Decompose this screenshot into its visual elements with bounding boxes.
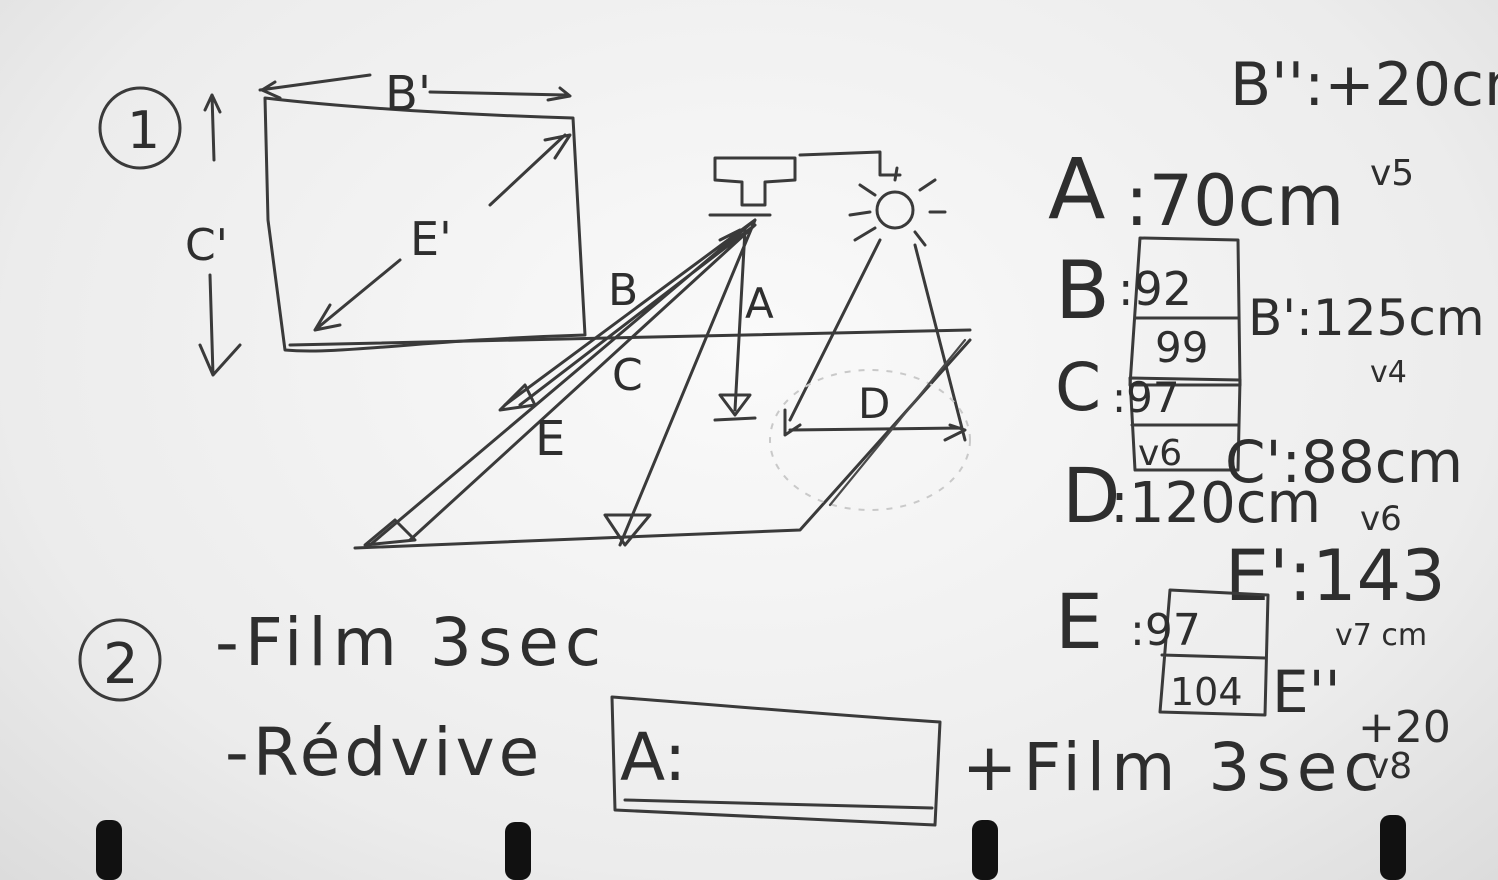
c-prime-arrow	[198, 93, 242, 377]
floor-drawing: B A C E D	[288, 150, 972, 550]
light-pool	[769, 369, 971, 511]
measure-b-value-bottom: 99	[1155, 323, 1208, 372]
board-clips	[96, 815, 1406, 880]
measure-a-label: A	[1048, 140, 1105, 238]
measure-d-value: :120cm	[1110, 471, 1321, 536]
measure-e-label: E	[1055, 577, 1103, 666]
measure-e-box	[1158, 588, 1270, 717]
step1-number: 1	[127, 101, 160, 161]
floor-edge	[828, 338, 967, 507]
label-e: E	[535, 411, 565, 467]
e-prime-arrow	[313, 133, 572, 332]
measure-d-label: D	[1062, 451, 1121, 540]
measure-b-label: B	[1055, 244, 1110, 337]
measure-b-value-top: :92	[1118, 262, 1192, 316]
b-double-prime-note: v5	[1370, 153, 1414, 194]
clip-3	[972, 820, 998, 880]
measure-e-double-prime: E''	[1272, 658, 1341, 726]
measure-b-prime: B':125cm	[1248, 289, 1485, 347]
step1-circle	[98, 86, 182, 170]
step2-line2-suffix: +Film 3sec	[962, 729, 1386, 806]
measure-c-value-bottom: v6	[1138, 433, 1182, 474]
measure-b-prime-note: v4	[1370, 355, 1407, 390]
camera-rays	[368, 218, 757, 547]
step2-notes: 2 -Film 3sec -Rédvive A: +Film 3sec	[78, 604, 1386, 827]
wall-drawing: 1 B' C' E'	[98, 66, 587, 377]
b-double-prime: B'':+20cm	[1230, 50, 1498, 120]
measure-e-value-top: :97	[1130, 605, 1201, 656]
measure-c-value-top: :97	[1112, 373, 1180, 422]
step2-number: 2	[103, 632, 139, 697]
c-prime-label: C'	[185, 220, 228, 271]
measure-e-double-prime-note: v8	[1368, 746, 1412, 787]
label-c: C	[612, 350, 643, 401]
label-a: A	[745, 279, 774, 328]
step2-box-label: A:	[620, 719, 686, 796]
measure-d-note: v6	[1360, 499, 1402, 539]
b-prime-label: B'	[385, 66, 431, 122]
light-icon	[848, 166, 947, 247]
b-prime-arrow	[258, 73, 572, 102]
clip-2	[505, 822, 531, 880]
measure-e-prime: E':143	[1225, 535, 1446, 617]
measure-c-prime: C':88cm	[1225, 428, 1463, 496]
clip-1	[96, 820, 122, 880]
camera-icon	[708, 150, 902, 217]
step2-circle	[78, 618, 162, 702]
e-prime-label: E'	[410, 212, 452, 266]
clip-4	[1380, 815, 1406, 880]
step2-line2-prefix: -Rédvive	[225, 714, 543, 791]
label-d: D	[858, 379, 890, 428]
measurements: B'':+20cm v5 A :70cm B :92 99 B':125cm v…	[1048, 50, 1498, 787]
measure-c-label: C	[1055, 349, 1101, 426]
measure-c-box	[1128, 376, 1242, 472]
step2-line1: -Film 3sec	[215, 604, 607, 681]
measure-a-value: :70cm	[1125, 160, 1344, 242]
ray-arrowheads	[363, 383, 757, 547]
wall-rectangle	[263, 96, 587, 353]
step2-box	[610, 695, 942, 827]
measure-e-note: v7 cm	[1335, 618, 1427, 653]
label-b: B	[608, 265, 638, 316]
measure-e-double-prime-value: +20	[1358, 702, 1451, 753]
light-rays	[783, 238, 967, 442]
measure-e-value-bottom: 104	[1170, 670, 1243, 714]
